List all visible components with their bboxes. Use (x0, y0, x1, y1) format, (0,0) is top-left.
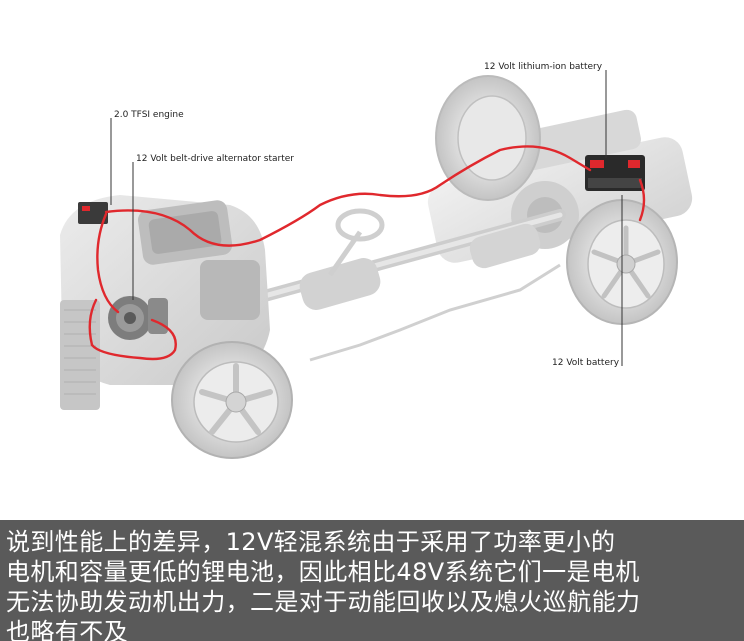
chassis-drawing (0, 0, 744, 520)
front-wheel (172, 342, 292, 458)
caption-banner: 说到性能上的差异，12V轻混系统由于采用了功率更小的 电机和容量更低的锂电池，因… (0, 520, 744, 641)
alternator-label: 12 Volt belt-drive alternator starter (136, 154, 294, 164)
caption-line-4: 也略有不及 (6, 617, 128, 641)
battery-label: 12 Volt battery (552, 358, 619, 368)
caption-line-2: 电机和容量更低的锂电池，因此相比48V系统它们一是电机 (6, 557, 640, 587)
exhaust-system (296, 221, 560, 360)
vehicle-chassis-illustration: 2.0 TFSI engine 12 Volt belt-drive alter… (0, 0, 744, 520)
caption-line-1: 说到性能上的差异，12V轻混系统由于采用了功率更小的 (6, 527, 615, 557)
alternator-starter (108, 296, 168, 340)
engine-label: 2.0 TFSI engine (114, 110, 184, 120)
rear-left-wheel (436, 76, 540, 200)
lithium-battery-label: 12 Volt lithium-ion battery (484, 62, 602, 72)
lithium-ion-battery (585, 155, 645, 191)
caption-line-3: 无法协助发动机出力，二是对于动能回收以及熄火巡航能力 (6, 587, 640, 617)
